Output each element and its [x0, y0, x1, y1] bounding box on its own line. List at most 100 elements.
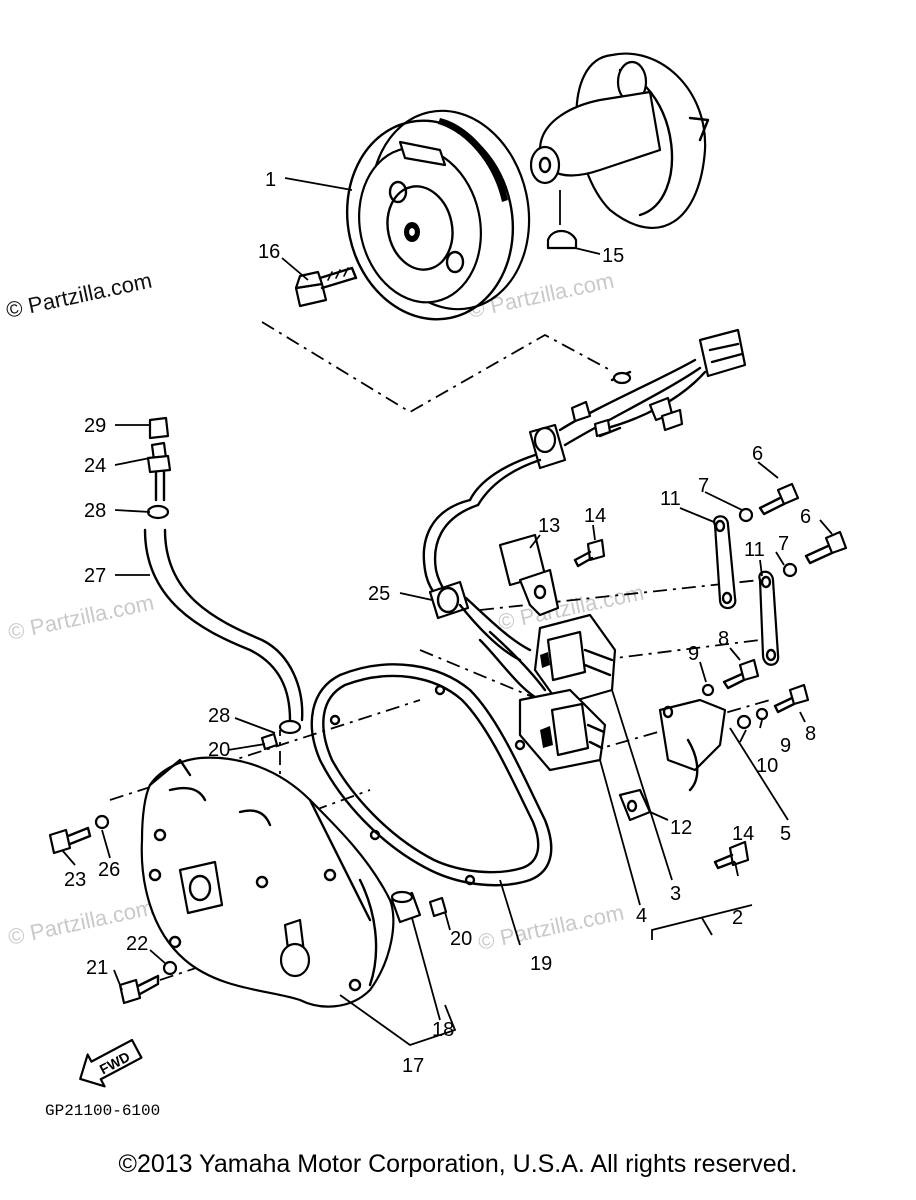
leader-line [101, 829, 111, 859]
leader-line [819, 519, 833, 535]
clamp-12-drawing [618, 788, 652, 822]
callout-21: 21 [86, 957, 108, 979]
screw-14b-drawing [713, 840, 750, 870]
crankshaft-drawing [529, 52, 710, 250]
bolt-6a-drawing [738, 482, 800, 523]
leader-line [757, 461, 779, 479]
fitting-26-drawing [146, 441, 172, 502]
leader-line [699, 661, 707, 683]
flywheel-drawing [345, 109, 531, 321]
callout-8: 8 [805, 723, 816, 745]
assembly-line [109, 699, 421, 801]
callout-2: 2 [732, 907, 743, 929]
watermark-brand: © Partzilla.com [4, 268, 154, 323]
leader-line [799, 711, 806, 723]
bolt-8b-drawing [736, 683, 810, 730]
bolt-16-drawing [294, 266, 358, 308]
assembly-line [261, 321, 611, 414]
callout-14: 14 [584, 505, 606, 527]
callout-22: 22 [126, 933, 148, 955]
leader-line [759, 719, 763, 729]
callout-9: 9 [688, 643, 699, 665]
callout-14: 14 [732, 823, 754, 845]
callout-7: 7 [698, 475, 709, 497]
callout-26: 24 [84, 455, 106, 477]
leader-line [611, 689, 673, 881]
callout-28: 28 [84, 500, 106, 522]
callout-6: 6 [752, 443, 763, 465]
leader-line [649, 811, 669, 821]
callout-24: 26 [98, 859, 120, 881]
fwd-arrow: FWD [79, 1038, 143, 1088]
washer-24-drawing [94, 814, 110, 830]
watermark: © Partzilla.com [476, 900, 626, 955]
leader-line [281, 257, 309, 281]
callout-17: 17 [402, 1055, 424, 1077]
callout-6: 6 [800, 506, 811, 528]
callout-27: 27 [84, 565, 106, 587]
bolt-6b-drawing [782, 530, 848, 578]
leader-line [729, 727, 789, 821]
dowel-18-drawing [390, 890, 422, 924]
cap-29-drawing [148, 416, 170, 440]
leader-line [679, 507, 715, 523]
leader-line [739, 729, 747, 743]
callout-19: 19 [530, 953, 552, 975]
callout-20: 20 [450, 928, 472, 950]
watermark: © Partzilla.com [6, 590, 156, 645]
leader-line [529, 534, 541, 549]
callout-20: 20 [208, 739, 230, 761]
leader-line [227, 743, 266, 751]
clamp-28b-drawing [278, 719, 302, 735]
leader-line [599, 759, 641, 906]
part-13-drawing [498, 533, 560, 617]
leader-line [149, 949, 167, 965]
callout-11: 11 [744, 539, 765, 561]
callout-7: 7 [778, 533, 789, 555]
leader-line [734, 861, 739, 877]
cover-17-drawing [140, 756, 395, 1008]
callout-10: 10 [756, 755, 778, 777]
callout-25: 25 [368, 583, 390, 605]
screw-14-drawing [573, 538, 606, 568]
assembly-line [479, 579, 761, 611]
callout-15: 15 [602, 245, 624, 267]
leader-line [499, 879, 521, 946]
bolt-23-drawing [48, 826, 92, 855]
callout-1: 1 [265, 169, 276, 191]
hose-27-drawing [143, 528, 304, 722]
callout-28: 28 [208, 705, 230, 727]
callout-8: 8 [718, 628, 729, 650]
pin-20a-drawing [260, 732, 279, 751]
leader-line [651, 904, 753, 940]
callout-13: 13 [538, 515, 560, 537]
wiring-harness-drawing [422, 328, 747, 607]
callout-18: 18 [432, 1019, 454, 1041]
copyright-notice: ©2013 Yamaha Motor Corporation, U.S.A. A… [118, 1150, 798, 1178]
leader-line [592, 524, 596, 541]
callout-3: 3 [670, 883, 681, 905]
leader-line [114, 457, 151, 466]
leader-line [574, 247, 601, 255]
leader-line [284, 177, 353, 191]
leader-line [704, 491, 743, 511]
leader-line [114, 509, 151, 513]
callout-29: 29 [84, 415, 106, 437]
leader-line [113, 969, 123, 991]
gasket-19-drawing [310, 663, 553, 887]
leader-line [61, 849, 76, 866]
washer-22-drawing [162, 960, 178, 976]
leader-line [759, 559, 763, 577]
bolt-21-drawing [118, 974, 160, 1005]
callout-23: 23 [64, 869, 86, 891]
leader-line [399, 592, 433, 601]
leader-line [444, 911, 451, 931]
callout-16: 16 [258, 241, 280, 263]
callout-5: 5 [780, 823, 791, 845]
callout-4: 4 [636, 905, 647, 927]
drawing-code: GP21100-6100 [45, 1102, 160, 1120]
leader-line [729, 647, 741, 661]
assembly-line [419, 649, 541, 701]
leader-line [775, 551, 785, 566]
